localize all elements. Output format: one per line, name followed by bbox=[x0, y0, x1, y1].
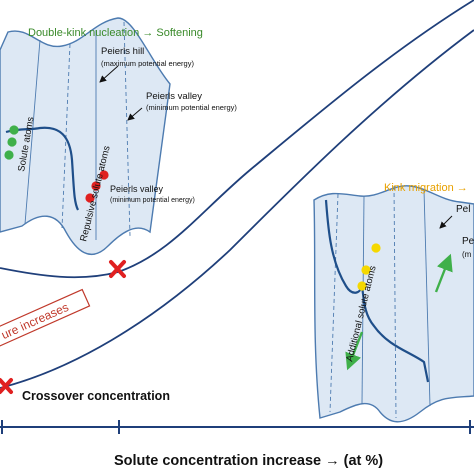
red-solute-atom bbox=[91, 181, 101, 191]
lower-curve bbox=[0, 29, 474, 389]
green-solute-atom bbox=[9, 125, 19, 135]
green-solute-atom bbox=[7, 137, 17, 147]
kink-migration-arrow-up bbox=[434, 253, 453, 293]
peierls-valley-note: (minimum potential energy) bbox=[146, 103, 237, 112]
peierls-valley-lower-label: Peierls valley bbox=[110, 184, 164, 194]
upper-curve bbox=[0, 0, 474, 279]
right-panel-label-top: Pel bbox=[456, 204, 470, 215]
peierls-hill-label: Peierls hill bbox=[101, 46, 144, 57]
crossover-label: Crossover concentration bbox=[22, 389, 170, 403]
yellow-solute-atom bbox=[361, 265, 371, 275]
left-dislocation-line bbox=[5, 126, 80, 211]
right-panel-label-mid-note: (m bbox=[462, 250, 472, 259]
x-axis bbox=[0, 420, 474, 434]
peierls-valley-lower-note: (minimum potential energy) bbox=[110, 197, 195, 204]
peierls-hill-note: (maximum potential energy) bbox=[101, 59, 194, 68]
red-solute-atom bbox=[99, 170, 109, 180]
minimum-marker bbox=[109, 260, 126, 278]
left-energy-panel bbox=[0, 17, 171, 256]
kink-migration-arrow-down bbox=[345, 331, 364, 371]
peierls-valley-label: Peierls valley bbox=[146, 91, 202, 102]
right-energy-panel bbox=[313, 185, 474, 423]
crossover-marker bbox=[0, 378, 13, 394]
yellow-solute-atom bbox=[357, 281, 367, 291]
left-panel-surface bbox=[0, 17, 171, 256]
green-solute-atom bbox=[4, 150, 14, 160]
temperature-arrow: ure increases bbox=[0, 288, 91, 348]
left-panel-title: Double-kink nucleation → Softening bbox=[28, 27, 203, 39]
red-solute-atom bbox=[85, 193, 95, 203]
right-panel-title: Kink migration → bbox=[384, 182, 468, 194]
right-panel-label-mid: Pe bbox=[462, 236, 474, 247]
x-axis-label: Solute concentration increase → (at %) bbox=[114, 453, 383, 469]
yellow-solute-atom bbox=[371, 243, 381, 253]
